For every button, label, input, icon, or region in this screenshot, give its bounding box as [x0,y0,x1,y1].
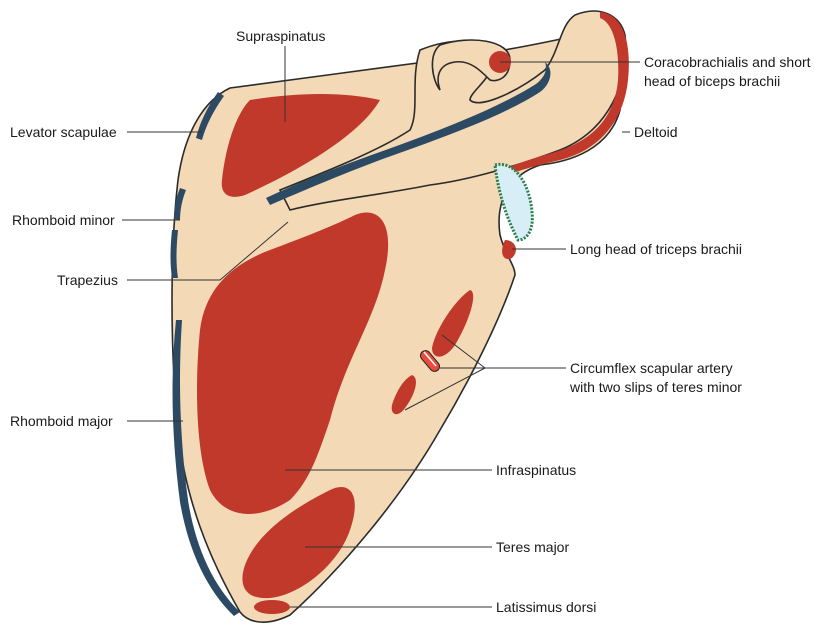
label-coracobrachialis-line1: Coracobrachialis and short [644,54,811,71]
long-head-triceps-muscle [502,240,516,259]
label-circumflex-line1: Circumflex scapular artery [570,360,733,377]
label-latissimus-dorsi: Latissimus dorsi [496,599,596,616]
label-teres-major: Teres major [496,539,569,556]
label-long-head-triceps: Long head of triceps brachii [570,241,742,258]
label-infraspinatus: Infraspinatus [496,462,576,479]
latissimus-dorsi-muscle [254,600,290,614]
label-rhomboid-major: Rhomboid major [10,413,113,430]
label-trapezius: Trapezius [57,272,118,289]
label-supraspinatus: Supraspinatus [236,28,326,45]
label-levator-scapulae: Levator scapulae [10,124,117,141]
label-rhomboid-minor: Rhomboid minor [12,212,115,229]
label-deltoid: Deltoid [634,124,678,141]
label-circumflex-line2: with two slips of teres minor [570,379,742,396]
label-coracobrachialis-line2: head of biceps brachii [644,73,780,90]
